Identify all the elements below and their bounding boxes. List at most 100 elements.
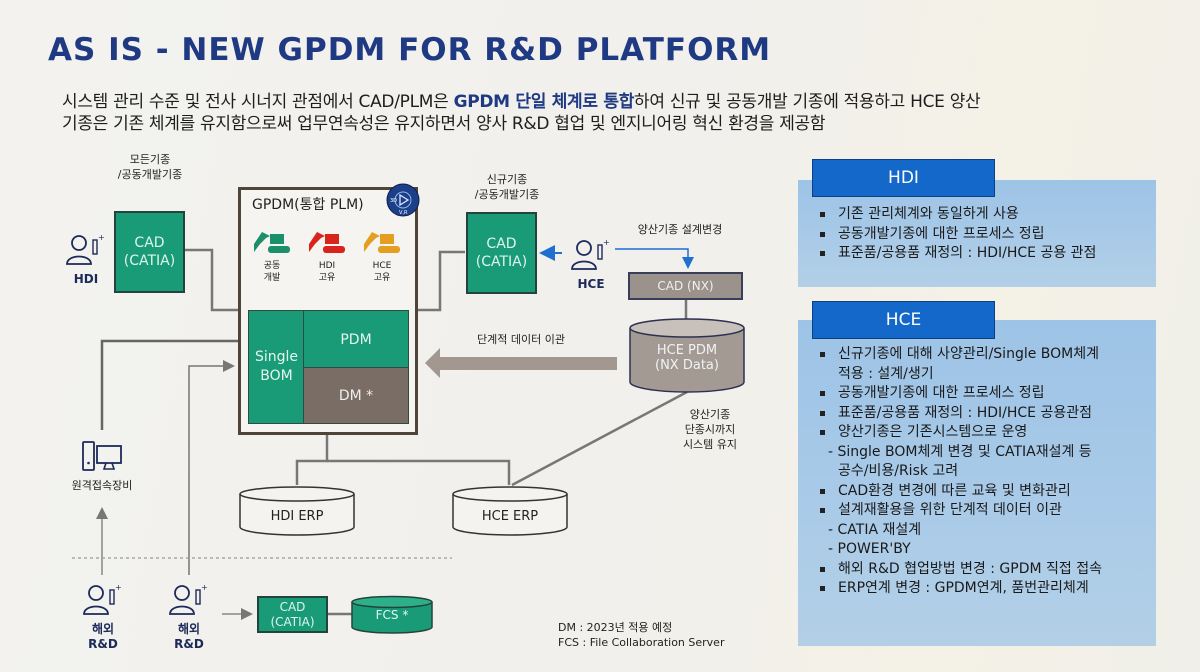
fcs-cylinder[interactable]: FCS *: [350, 595, 434, 639]
connector-hce-cad-gpdm: [418, 250, 465, 312]
hce-panel-header: HCE: [812, 301, 995, 339]
hdi-panel-header: HDI: [812, 159, 995, 197]
page-title: AS IS - NEW GPDM FOR R&D PLATFORM: [48, 32, 772, 68]
migration-arrow: [425, 348, 617, 378]
box-label: (CATIA): [123, 253, 176, 269]
hdi-user-label: HDI: [73, 272, 99, 286]
subtitle-highlight: GPDM 단일 체계로 통합: [453, 92, 635, 112]
box-label: Single: [254, 349, 299, 365]
subtitle-line-1: 시스템 관리 수준 및 전사 시너지 관점에서 CAD/PLM은 GPDM 단일…: [62, 87, 981, 112]
hdi-cad-catia-box[interactable]: CAD (CATIA): [114, 211, 185, 293]
overseas-rnd-user-1: + 해외 R&D: [78, 582, 128, 651]
svg-text:+: +: [201, 583, 208, 592]
hce-pdm-cylinder[interactable]: HCE PDM(NX Data): [628, 318, 746, 398]
hdi-panel: [798, 180, 1156, 287]
hce-group-label: 신규기종 /공동개발기종: [462, 172, 552, 202]
database-cylinder-icon: [629, 318, 745, 393]
hdi-panel-list: 기존 관리체계와 동일하게 사용 공동개발기종에 대한 프로세스 정립 표준품/…: [806, 205, 1151, 264]
hdi-group-label: 모든기종 /공동개발기종: [110, 152, 190, 182]
svg-text:V,R: V,R: [399, 210, 408, 216]
list-item: 해외 R&D 협업방법 변경 : GPDM 직접 접속: [806, 560, 1156, 580]
user-designer-icon: +: [66, 233, 105, 265]
connector-hdi-cad-gpdm: [185, 248, 238, 312]
migration-label: 단계적 데이터 이관: [477, 333, 565, 346]
overseas-rnd-label: 해외 R&D: [88, 622, 118, 651]
list-item: - POWER'BY: [828, 541, 911, 557]
hce-erp-cylinder[interactable]: HCE ERP: [451, 485, 569, 541]
svg-text:+: +: [98, 233, 105, 242]
footnote-dm: DM : 2023년 적용 예정: [558, 621, 673, 634]
hdi-erp-cylinder[interactable]: HDI ERP: [238, 485, 356, 541]
list-item: 양산기종은 기존시스템으로 운영: [806, 423, 1156, 443]
overseas-rnd-label: 해외 R&D: [174, 622, 204, 651]
list-item: 공수/비용/Risk 고려: [838, 463, 959, 479]
hce-erp-label: HCE ERP: [481, 509, 539, 524]
footnote-fcs: FCS : File Collaboration Server: [558, 636, 725, 649]
box-label: BOM: [260, 368, 293, 384]
label-line: 신규기종: [486, 173, 528, 186]
list-item: - Single BOM체계 변경 및 CATIA재설계 등: [828, 443, 1092, 460]
box-label: CAD: [134, 235, 165, 251]
user-designer-icon: +: [169, 583, 208, 615]
connector-remote-gpdm: [100, 339, 238, 430]
list-item: 신규기종에 대해 사양관리/Single BOM체계: [806, 345, 1156, 365]
list-item: 표준품/공용품 재정의 : HDI/HCE 공용 관점: [806, 244, 1151, 264]
list-item: ERP연계 변경 : GPDM연계, 품번관리체계: [806, 579, 1156, 599]
pdm-box[interactable]: PDM: [303, 310, 409, 369]
excavator-icon: [364, 232, 400, 253]
remote-device: 원격접속장비: [62, 440, 142, 493]
list-item: - CATIA 재설계: [828, 521, 922, 538]
cad-nx-box[interactable]: CAD (NX): [628, 272, 743, 300]
list-item: 설계재활용을 위한 단계적 데이터 이관: [806, 501, 1156, 521]
svg-text:+: +: [603, 238, 610, 247]
fcs-label: FCS *: [375, 608, 409, 622]
connector-gpdm-erp: [295, 435, 329, 485]
hdi-erp-label: HDI ERP: [270, 509, 324, 524]
subtitle-text: 시스템 관리 수준 및 전사 시너지 관점에서 CAD/PLM은: [62, 92, 454, 112]
hce-panel: [798, 320, 1156, 646]
list-item: CAD환경 변경에 따른 교육 및 변화관리: [806, 482, 1156, 502]
gpdm-title: GPDM(통합 PLM): [252, 197, 364, 213]
excavator-icon: [254, 232, 290, 253]
subtitle-text: 하여 신규 및 공동개발 기종에 적용하고 HCE 양산: [634, 92, 981, 112]
dm-box[interactable]: DM *: [303, 367, 409, 424]
list-item: 공동개발기종에 대한 프로세스 정립: [806, 225, 1151, 245]
hdi-user: + HDI: [64, 232, 108, 286]
subtitle-line-2: 기종은 기존 체계를 유지함으로써 업무연속성은 유지하면서 양사 R&D 협업…: [62, 114, 826, 134]
hce-cad-catia-box[interactable]: CAD (CATIA): [466, 212, 537, 294]
hce-pdm-label: HCE PDM(NX Data): [655, 343, 719, 373]
overseas-cad-catia-box[interactable]: CAD (CATIA): [257, 596, 328, 633]
user-designer-icon: +: [571, 238, 610, 270]
overseas-rnd-user-2: + 해외 R&D: [164, 582, 214, 651]
box-label: CAD: [279, 599, 306, 614]
label-line: /공동개발기종: [117, 168, 183, 181]
excavator-icon: [309, 232, 345, 253]
list-item: 공동개발기종에 대한 프로세스 정립: [806, 384, 1156, 404]
hce-panel-list: 신규기종에 대해 사양관리/Single BOM체계 적용 : 설계/생기 공동…: [806, 345, 1156, 599]
mass-design-change-label: 양산기종 설계변경: [637, 223, 723, 236]
arrow-hce-cadnx: [615, 248, 694, 269]
3dexperience-compass-icon: 3D V,R: [386, 183, 420, 221]
footnote: DM : 2023년 적용 예정 FCS : File Collaboratio…: [558, 620, 724, 650]
label-line: 모든기종: [129, 153, 171, 166]
computer-icon: [82, 441, 122, 471]
user-designer-icon: +: [83, 583, 122, 615]
connector-overseas-gpdm: [188, 360, 235, 575]
label-line: /공동개발기종: [474, 188, 540, 201]
svg-text:+: +: [115, 583, 122, 592]
hce-user-label: HCE: [577, 277, 605, 291]
list-item: 적용 : 설계/생기: [838, 365, 934, 382]
connector-hcepdm-hceerp: [511, 390, 688, 487]
hce-user: + HCE: [569, 237, 613, 291]
list-item: 기존 관리체계와 동일하게 사용: [806, 205, 1151, 225]
box-label: (CATIA): [270, 614, 315, 629]
box-label: CAD: [486, 236, 517, 252]
connector-gpdm-hce-erp: [327, 459, 511, 485]
